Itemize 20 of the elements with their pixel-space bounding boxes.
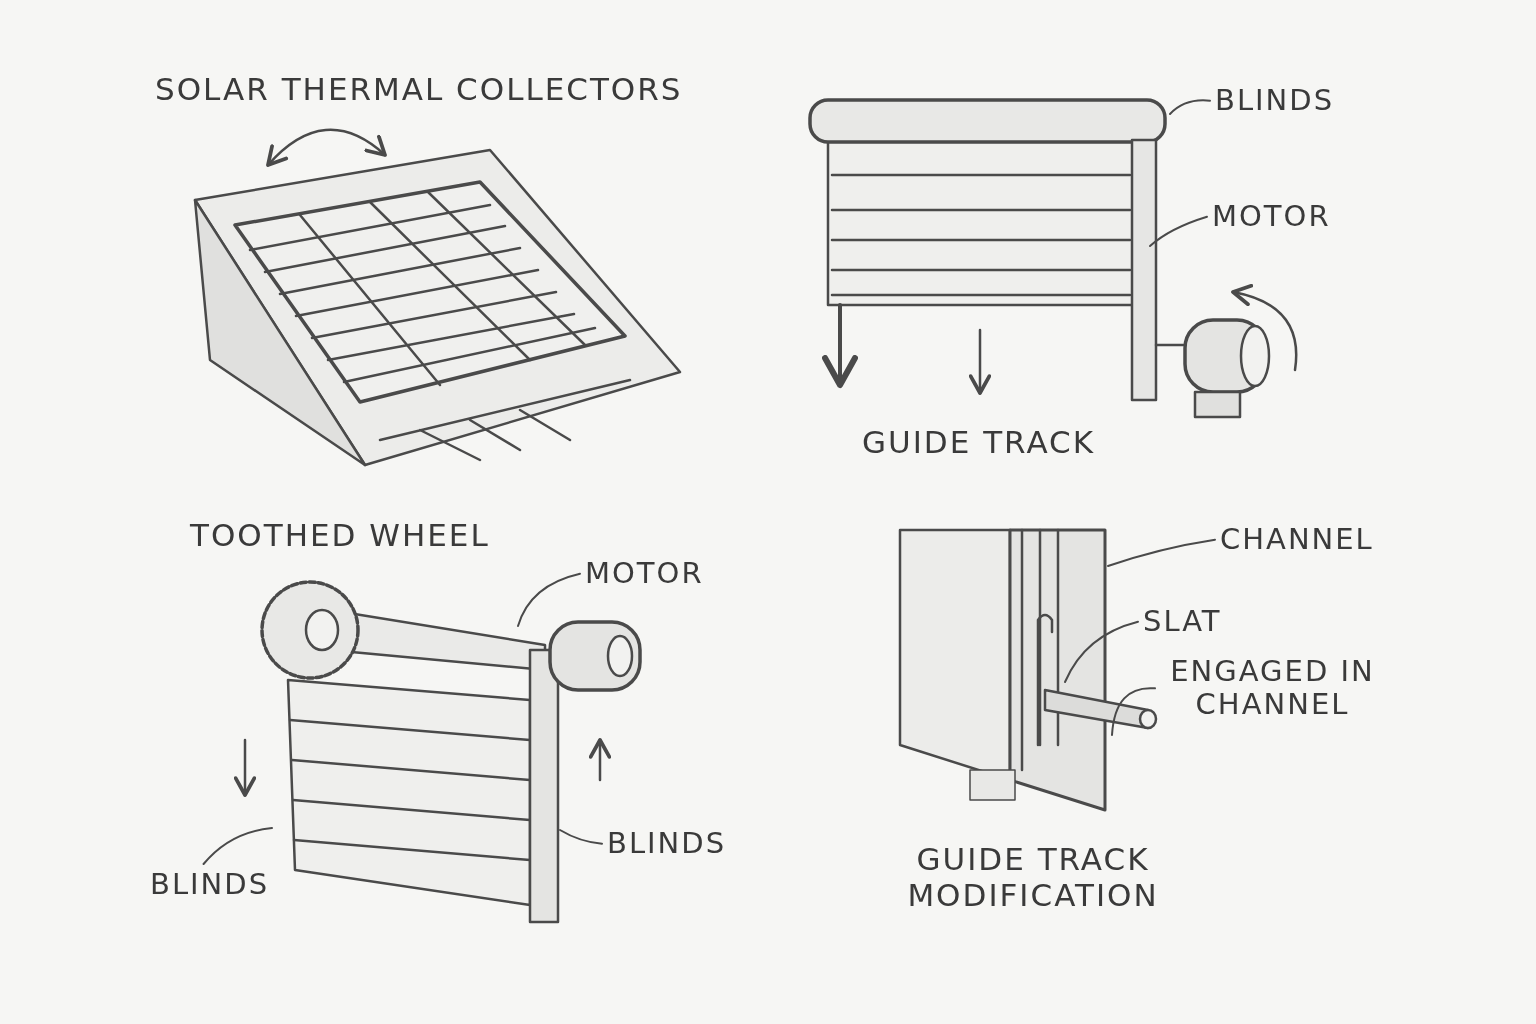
leader-line [517, 572, 581, 627]
part-label: MOTOR [585, 557, 704, 591]
leader-line [1169, 99, 1211, 115]
drawing-title: TOOTHED WHEEL [190, 518, 490, 554]
drawing-title: SOLAR THERMAL COLLECTORS [155, 72, 683, 108]
leader-line [559, 829, 603, 845]
leader-line [1107, 538, 1216, 567]
part-label: BLINDS [150, 868, 270, 902]
part-label: SLAT [1143, 605, 1222, 639]
part-label: BLINDS [1215, 84, 1335, 118]
leader-line [202, 827, 273, 865]
leader-line [1064, 620, 1139, 683]
drawing-title: GUIDE TRACK MODIFICATION [906, 842, 1160, 914]
drawing-title: GUIDE TRACK [862, 425, 1096, 461]
part-label: CHANNEL [1220, 523, 1374, 557]
leader-line [1149, 215, 1208, 247]
part-label: MOTOR [1212, 200, 1331, 234]
part-label: ENGAGED IN CHANNEL [1160, 655, 1385, 722]
leader-line [1111, 687, 1156, 736]
part-label: BLINDS [607, 827, 727, 861]
